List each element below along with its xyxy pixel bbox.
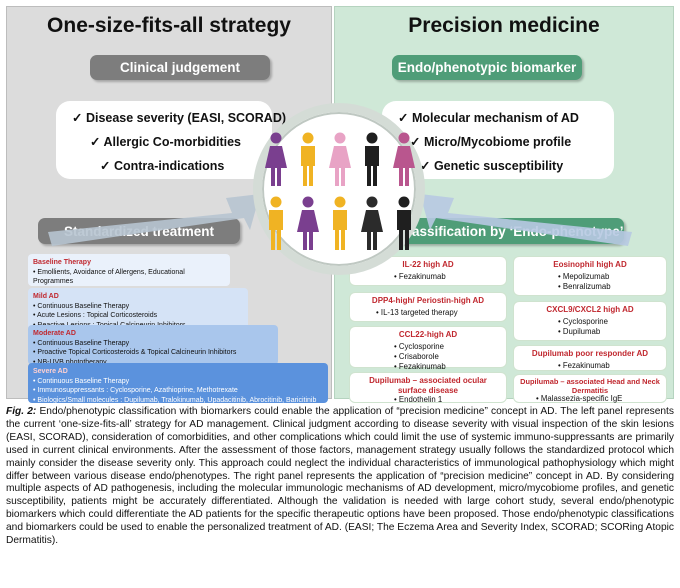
person-icon — [365, 132, 379, 186]
class-item: IL-13 targeted therapy — [354, 308, 502, 318]
right-panel-title: Precision medicine — [408, 14, 600, 37]
class-title: IL-22 high AD — [402, 260, 454, 269]
class-title: Eosinophil high AD — [553, 260, 627, 269]
class-item: Dupilumab — [518, 327, 662, 337]
tier-item: Acute Lesions : Topical Corticosteroids — [33, 311, 243, 320]
tier-item: Biologics/Small molecules : Dupilumab, T… — [33, 396, 323, 405]
tier-title: Severe AD — [33, 368, 68, 375]
tier-item: Proactive Topical Corticosteroids & Topi… — [33, 348, 273, 357]
tier-mild-ad: Mild AD Continuous Baseline Therapy Acut… — [28, 288, 248, 330]
class-dupilumab-ocular: Dupilumab – associated ocular surface di… — [349, 372, 507, 405]
class-title: CXCL9/CXCL2 high AD — [546, 305, 634, 314]
class-item: Crisaborole — [354, 352, 502, 362]
tier-item: NB-UVB phototherapy — [33, 358, 273, 367]
person-icon — [269, 196, 283, 250]
class-item: Mepolizumab — [518, 272, 662, 282]
tier-title: Baseline Therapy — [33, 259, 91, 266]
caption-label: Fig. 2: — [6, 406, 37, 417]
tier-item: Continuous Baseline Therapy — [33, 302, 243, 311]
endophenotypic-biomarker-label: Endo/phenotypic biomarker — [392, 55, 582, 80]
criterion-contra-indications: ✓ Contra-indications — [100, 159, 225, 173]
class-cxcl9-cxcl2-high: CXCL9/CXCL2 high AD Cyclosporine Dupilum… — [513, 301, 667, 341]
class-dupilumab-poor-responder: Dupilumab poor responder AD Fezakinumab — [513, 345, 667, 371]
person-icon — [265, 132, 287, 186]
tier-title: Moderate AD — [33, 330, 76, 337]
person-icon — [329, 132, 351, 186]
clinical-judgement-label: Clinical judgement — [90, 55, 270, 80]
class-item: Cyclosporine — [354, 342, 502, 352]
criterion-disease-severity: ✓ Disease severity (EASI, SCORAD) — [72, 111, 287, 125]
patients-figures — [265, 132, 415, 250]
left-panel-title: One-size-fits-all strategy — [47, 14, 291, 37]
class-dupilumab-head-neck: Dupilumab – associated Head and Neck Der… — [513, 374, 667, 403]
class-eosinophil-high: Eosinophil high AD Mepolizumab Benralizu… — [513, 256, 667, 296]
caption-text: Endo/phenotypic classification with biom… — [6, 406, 674, 547]
person-icon — [301, 132, 315, 186]
class-title: Dupilumab poor responder AD — [531, 349, 649, 358]
class-title: Dupilumab – associated Head and Neck Der… — [520, 377, 660, 395]
class-title: DPP4-high/ Periostin-high AD — [371, 296, 485, 305]
class-item: Fezakinumab — [354, 272, 502, 282]
tier-severe-ad: Severe AD Continuous Baseline Therapy Im… — [28, 363, 328, 405]
criterion-microbiome-profile: ✓ Micro/Mycobiome profile — [410, 135, 572, 149]
person-icon — [393, 132, 415, 186]
tier-baseline-therapy: Baseline Therapy Emollients, Avoidance o… — [28, 254, 230, 286]
person-icon — [397, 196, 411, 250]
figure-caption: Fig. 2: Endo/phenotypic classification w… — [6, 406, 674, 548]
person-icon — [361, 196, 383, 250]
class-dpp4-periostin-high: DPP4-high/ Periostin-high AD IL-13 targe… — [349, 292, 507, 322]
tier-title: Mild AD — [33, 293, 59, 300]
criterion-genetic-susceptibility: ✓ Genetic susceptibility — [420, 159, 564, 173]
class-item: Fezakinumab — [518, 361, 662, 371]
class-item: Cyclosporine — [518, 317, 662, 327]
classification-label: Classification by ‘Endo-phenotype’ — [398, 218, 624, 244]
person-icon — [297, 196, 319, 250]
standardized-treatment-label: Standardized treatment — [38, 218, 240, 244]
tier-item: Emollients, Avoidance of Allergens, Educ… — [33, 268, 225, 286]
class-item: Endothelin 1 — [354, 395, 502, 405]
left-criteria-box — [56, 101, 272, 179]
criterion-allergic-comorbidities: ✓ Allergic Co-morbidities — [90, 135, 242, 149]
class-title: Dupilumab – associated ocular surface di… — [369, 376, 487, 395]
class-item: Fezakinumab — [354, 362, 502, 372]
tier-item: Immunosuppressants : Cyclosporine, Azath… — [33, 386, 323, 395]
person-icon — [333, 196, 347, 250]
tier-item: Continuous Baseline Therapy — [33, 377, 323, 386]
tier-item: Continuous Baseline Therapy — [33, 339, 273, 348]
class-item: Malassezia-specific IgE — [518, 395, 662, 404]
criterion-molecular-mechanism: ✓ Molecular mechanism of AD — [398, 111, 579, 125]
class-title: CCL22-high AD — [398, 330, 458, 339]
class-ccl22-high: CCL22-high AD Cyclosporine Crisaborole F… — [349, 326, 507, 371]
tier-moderate-ad: Moderate AD Continuous Baseline Therapy … — [28, 325, 278, 367]
class-item: Benralizumab — [518, 282, 662, 292]
